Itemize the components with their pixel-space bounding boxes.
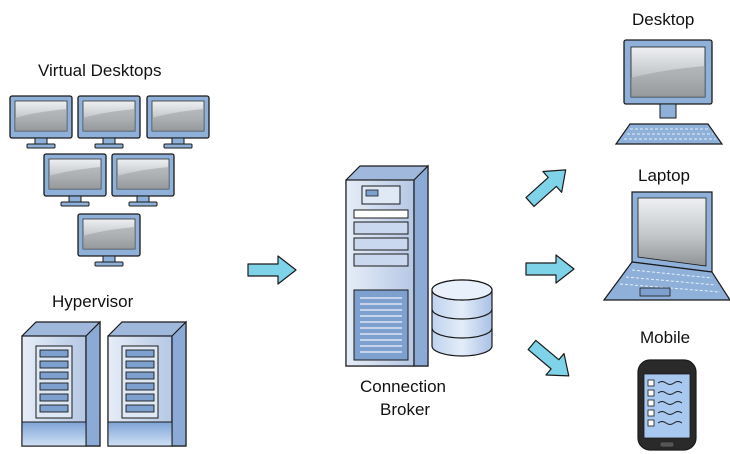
desktop-label: Desktop	[632, 10, 695, 29]
mobile-label: Mobile	[640, 328, 691, 347]
monitor-icon	[146, 95, 210, 149]
virtual-desktops-label: Virtual Desktops	[38, 61, 162, 80]
server-rack-icon	[107, 321, 187, 447]
hypervisor-group	[21, 321, 187, 447]
monitor-icon	[9, 95, 73, 149]
server-rack-icon	[21, 321, 101, 447]
laptop-icon	[602, 191, 730, 301]
arrow-icon	[525, 254, 575, 284]
monitor-icon	[43, 153, 107, 207]
desktop-computer-icon	[614, 39, 724, 145]
server-tower-icon	[345, 164, 429, 367]
arrow-icon	[247, 255, 297, 285]
smartphone-icon	[637, 359, 697, 451]
hypervisor-label: Hypervisor	[52, 292, 134, 311]
broker-label-line1: Connection	[360, 377, 447, 396]
monitor-icon	[77, 213, 141, 267]
broker-label-line2: Broker	[380, 400, 431, 419]
monitor-icon	[77, 95, 141, 149]
virtual-desktops-group	[9, 95, 210, 267]
database-icon	[431, 279, 493, 357]
laptop-label: Laptop	[638, 166, 690, 185]
monitor-icon	[111, 153, 175, 207]
arrow-icon	[525, 169, 567, 208]
arrow-icon	[527, 339, 570, 377]
